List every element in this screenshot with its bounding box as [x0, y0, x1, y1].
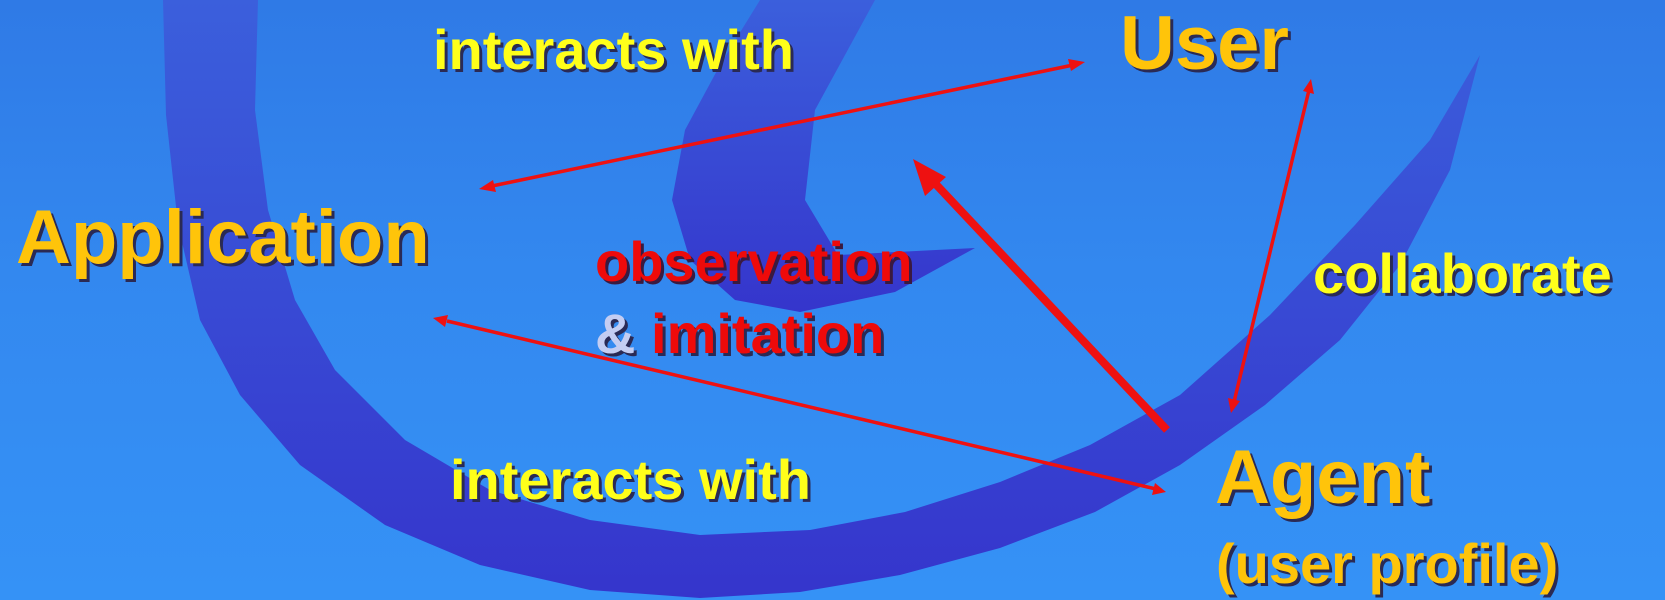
- swirl-band: [163, 0, 1480, 598]
- observation-label: observation: [595, 230, 913, 293]
- user-node: User: [1120, 1, 1289, 86]
- arrowhead-to-agent-2: [1228, 398, 1240, 413]
- interacts-with-label-bottom: interacts with: [450, 448, 811, 511]
- arrowhead-to-user-2: [1303, 79, 1314, 94]
- collaborate-arrow: [1232, 89, 1311, 403]
- swirl-tail: [672, 0, 975, 312]
- arrowhead-to-agent: [1152, 483, 1166, 495]
- collaborate-label: collaborate: [1313, 242, 1612, 305]
- application-node: Application: [16, 195, 430, 280]
- imitation-label: imitation: [651, 302, 885, 365]
- ampersand-label: &: [595, 302, 636, 365]
- interacts-arrow-top: [491, 62, 1079, 188]
- observation-arrow: [927, 175, 1170, 433]
- arrowhead-to-application: [479, 180, 496, 192]
- arrowhead-observation: [913, 159, 946, 196]
- interacts-with-label-top: interacts with: [433, 18, 794, 81]
- agent-node: Agent: [1215, 435, 1431, 520]
- imitation-line: & imitation: [595, 306, 884, 362]
- interacts-arrow-bottom: [446, 319, 1157, 491]
- arrowhead-to-user: [1068, 59, 1085, 71]
- arrowhead-to-application-2: [433, 315, 448, 327]
- agent-subtitle: (user profile): [1216, 532, 1559, 595]
